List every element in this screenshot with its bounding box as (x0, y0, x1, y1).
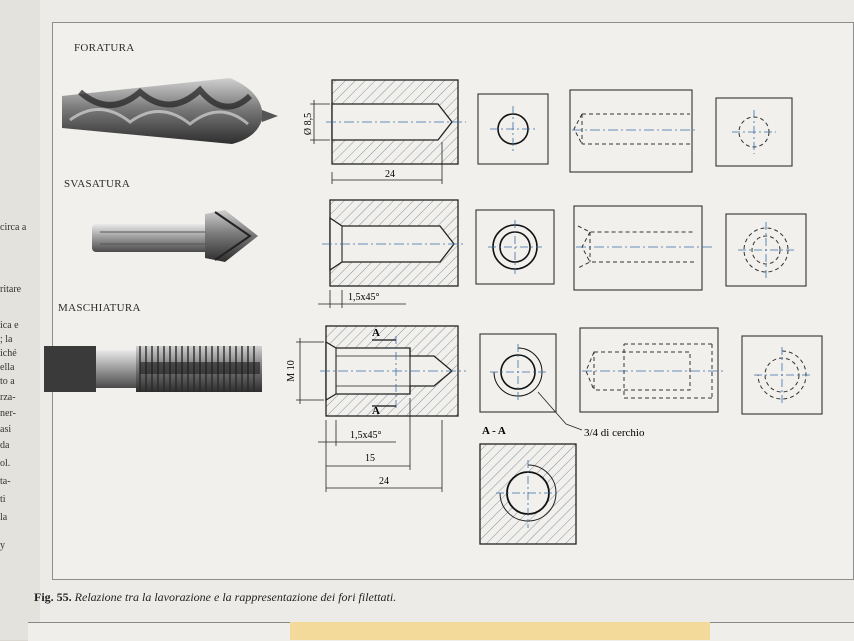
margin-fragment: ner- (0, 408, 16, 419)
margin-fragment: ti (0, 494, 6, 505)
dim-m10: M 10 (286, 360, 297, 381)
label-drilling: FORATURA (74, 42, 135, 54)
label-tapping: MASCHIATURA (58, 302, 141, 314)
margin-fragment: asi (0, 424, 12, 435)
section-mark-bottom: A (372, 405, 380, 417)
margin-fragment: rza- (0, 392, 16, 403)
section-mark-top: A (372, 327, 380, 339)
countersink-image (92, 210, 258, 262)
margin-fragment: ella (0, 362, 15, 373)
caption-number: Fig. 55. (34, 590, 72, 604)
tapping-side-view (579, 327, 724, 413)
countersink-hidden-end-view (725, 213, 807, 287)
caption-text: Relazione tra la lavorazione e la rappre… (71, 590, 397, 604)
tapping-end-view (479, 333, 583, 431)
previous-page-edge (0, 0, 40, 640)
label-section-aa: A - A (482, 425, 506, 437)
label-countersinking: SVASATURA (64, 178, 131, 190)
dim-chamfer-countersink: 1,5x45° (348, 292, 380, 303)
drilling-section-view (310, 79, 466, 184)
margin-fragment: ta- (0, 476, 11, 487)
margin-fragment: y (0, 540, 5, 551)
section-aa-view (479, 443, 577, 545)
drill-bit-image (62, 78, 278, 144)
dim-24-tapping: 24 (379, 476, 389, 487)
margin-fragment: iché (0, 348, 17, 359)
drilling-hidden-end-view (715, 97, 793, 167)
countersink-section-view (318, 199, 466, 308)
figure-caption: Fig. 55. Relazione tra la lavorazione e … (34, 590, 396, 605)
label-three-quarter-circle: 3/4 di cerchio (584, 427, 645, 439)
margin-fragment: ; la (0, 334, 13, 345)
tapping-section-view (296, 325, 466, 492)
tapping-hidden-end-view (741, 335, 823, 415)
countersink-end-view (475, 209, 555, 285)
drilling-end-view (477, 93, 549, 165)
dim-diameter-85: Ø 8,5 (303, 113, 314, 135)
dim-24-drilling: 24 (385, 169, 395, 180)
margin-fragment: to a (0, 376, 15, 387)
margin-fragment: ica e (0, 320, 19, 331)
margin-fragment: da (0, 440, 10, 451)
dim-chamfer-tapping: 1,5x45° (350, 430, 382, 441)
margin-fragment: ritare (0, 284, 22, 295)
countersink-side-view (573, 205, 712, 291)
drilling-side-view (569, 89, 696, 173)
margin-fragment: ol. (0, 458, 11, 469)
tap-image (44, 346, 262, 392)
dim-15: 15 (365, 453, 375, 464)
margin-fragment: circa a (0, 222, 27, 233)
margin-fragment: la (0, 512, 8, 523)
table-header-highlight (290, 622, 710, 640)
